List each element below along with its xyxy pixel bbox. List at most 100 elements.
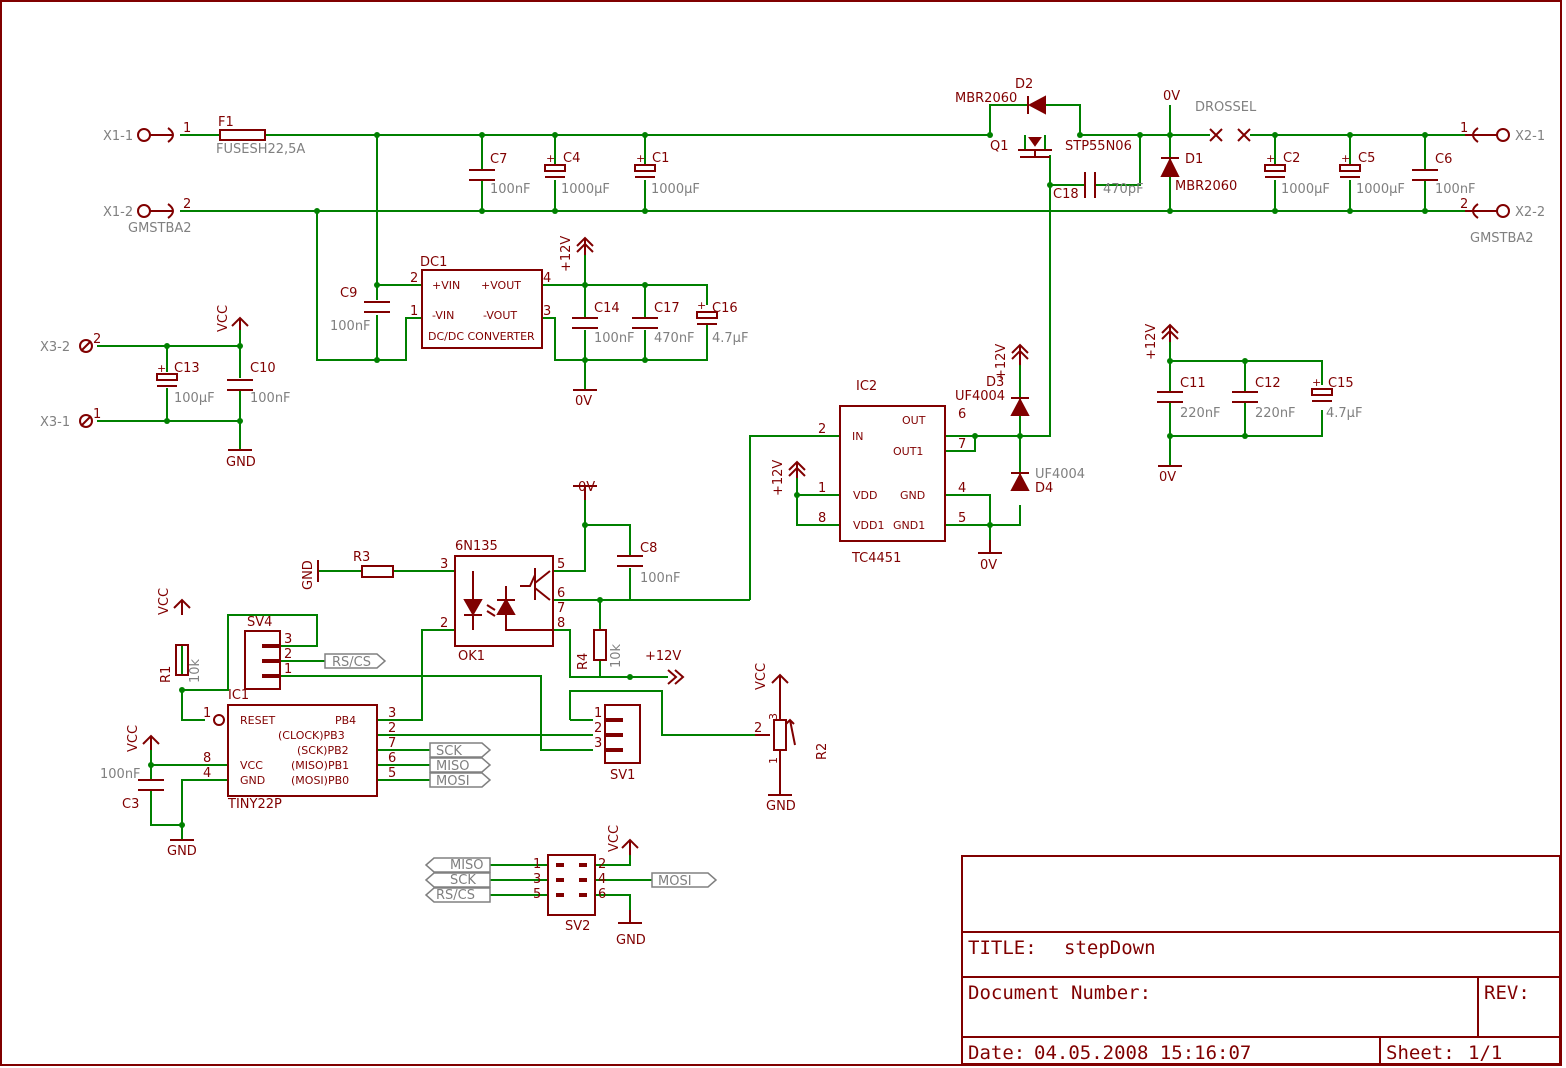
- label-c9-val: 100nF: [330, 319, 371, 334]
- label-n1: 1: [533, 857, 541, 872]
- label-n2: 2: [440, 616, 448, 631]
- label-plus: +: [1341, 152, 1350, 165]
- symbol-stroke: [137, 204, 151, 218]
- label-c9: C9: [340, 286, 357, 301]
- label-q1-val: STP55N06: [1065, 139, 1132, 154]
- label-c12-val: 220nF: [1255, 406, 1296, 421]
- label-c6: C6: [1435, 152, 1452, 167]
- x1-1-label: X1-1: [103, 129, 133, 144]
- diode-d1: D1 MBR2060: [1160, 152, 1237, 194]
- label-rscs: RS/CS: [436, 888, 475, 903]
- label-n3: 3: [594, 736, 602, 751]
- label-d3-val: UF4004: [955, 389, 1005, 404]
- label-p12: +12V: [771, 460, 786, 496]
- label-c18: C18: [1053, 187, 1079, 202]
- label-n6: 6: [958, 407, 966, 422]
- connector-x2: X2-1 X2-2 GMSTBA2 12: [1460, 121, 1545, 246]
- symbol-stroke: [520, 568, 551, 601]
- symbol-stroke: [1232, 391, 1258, 403]
- symbol-stroke: [1209, 128, 1251, 142]
- label-c13-val: 100µF: [174, 391, 215, 406]
- symbol-stroke: [1161, 323, 1179, 342]
- junction-dot: [794, 492, 800, 498]
- symbol-stroke: [1084, 172, 1096, 198]
- label-ic1-pb2: (SCK)PB2: [297, 744, 349, 757]
- diode-d3: D3 UF4004: [955, 375, 1030, 416]
- label-v0: 0V: [578, 480, 595, 495]
- label-c14: C14: [594, 301, 620, 316]
- label-n8: 8: [557, 616, 565, 631]
- symbol-stroke: [978, 540, 1002, 554]
- junction-dot: [987, 132, 993, 138]
- label-n1: 1: [1460, 121, 1468, 136]
- symbol-stroke: [667, 669, 685, 685]
- wire: [1020, 185, 1051, 437]
- label-rscs: RS/CS: [332, 655, 371, 670]
- label-c3-val: 100nF: [100, 767, 141, 782]
- symbol-stroke: [173, 598, 191, 615]
- sheet-label: Sheet:: [1386, 1042, 1455, 1064]
- junction-dot: [1272, 208, 1278, 214]
- label-dc1: DC1: [420, 255, 447, 270]
- capacitor-c3: 100nF C3: [100, 767, 164, 812]
- junction-dot: [642, 208, 648, 214]
- label-dc1-val: DC/DC CONVERTER: [428, 330, 535, 343]
- wire: [553, 500, 631, 600]
- sheet-value: 1/1: [1468, 1042, 1502, 1064]
- symbol-stroke: [486, 604, 496, 617]
- label-n5: 5: [958, 511, 966, 526]
- symbol-stroke: [364, 301, 390, 313]
- label-n3: 3: [284, 632, 292, 647]
- symbol-stroke: [1027, 95, 1046, 115]
- label-ic1-pb1: (MISO)PB1: [291, 759, 349, 772]
- ground-0v-dc1: 0V: [573, 389, 597, 409]
- symbol-stroke: [961, 855, 1561, 1065]
- label-plus: +: [157, 362, 166, 375]
- label-n6: 6: [557, 586, 565, 601]
- net-label-flag: [429, 757, 492, 773]
- junction-dot: [1242, 358, 1248, 364]
- symbol-stroke: [80, 415, 92, 427]
- label-ic2-vdd: VDD: [853, 489, 877, 502]
- label-d3: D3: [986, 375, 1004, 390]
- net-label-flag: [651, 872, 718, 888]
- label-dc1-vinm: -VIN: [432, 309, 454, 322]
- label-plus: +: [636, 152, 645, 165]
- junction-dot: [1167, 358, 1173, 364]
- symbol-stroke: [219, 129, 266, 141]
- x1-2-label: X1-2: [103, 205, 133, 220]
- label-d1: D1: [1185, 152, 1203, 167]
- dcdc-converter-dc1: DC1 +VIN -VIN +VOUT -VOUT DC/DC CONVERTE…: [410, 255, 551, 349]
- label-c3: C3: [122, 797, 139, 812]
- symbol-stroke: [496, 597, 516, 615]
- isp-header-section: SV2 1 3 5 2 4 6 MISO SCK RS/CS MOSI VCC …: [424, 825, 718, 948]
- junction-dot: [374, 357, 380, 363]
- connector-x1: X1-1 X1-2 GMSTBA2 12: [103, 121, 192, 236]
- label-n4: 4: [203, 766, 211, 781]
- symbol-stroke: [1465, 127, 1497, 143]
- symbol-stroke: [1028, 137, 1042, 147]
- label-c12: C12: [1255, 376, 1281, 391]
- net-0v-d1: 0V: [1163, 89, 1180, 104]
- label-n4: 4: [598, 872, 606, 887]
- symbol-stroke: [696, 311, 718, 319]
- label-c1: C1: [652, 151, 669, 166]
- label-n1: 1: [93, 407, 101, 422]
- label-sck: SCK: [450, 873, 476, 888]
- label-n2: 2: [754, 721, 762, 736]
- label-ic1-vcc: VCC: [240, 759, 263, 772]
- wire: [316, 135, 378, 361]
- label-n5: 5: [388, 766, 396, 781]
- symbol-stroke: [1010, 472, 1030, 491]
- label-x2-2: X2-2: [1515, 205, 1545, 220]
- label-c7: C7: [490, 152, 507, 167]
